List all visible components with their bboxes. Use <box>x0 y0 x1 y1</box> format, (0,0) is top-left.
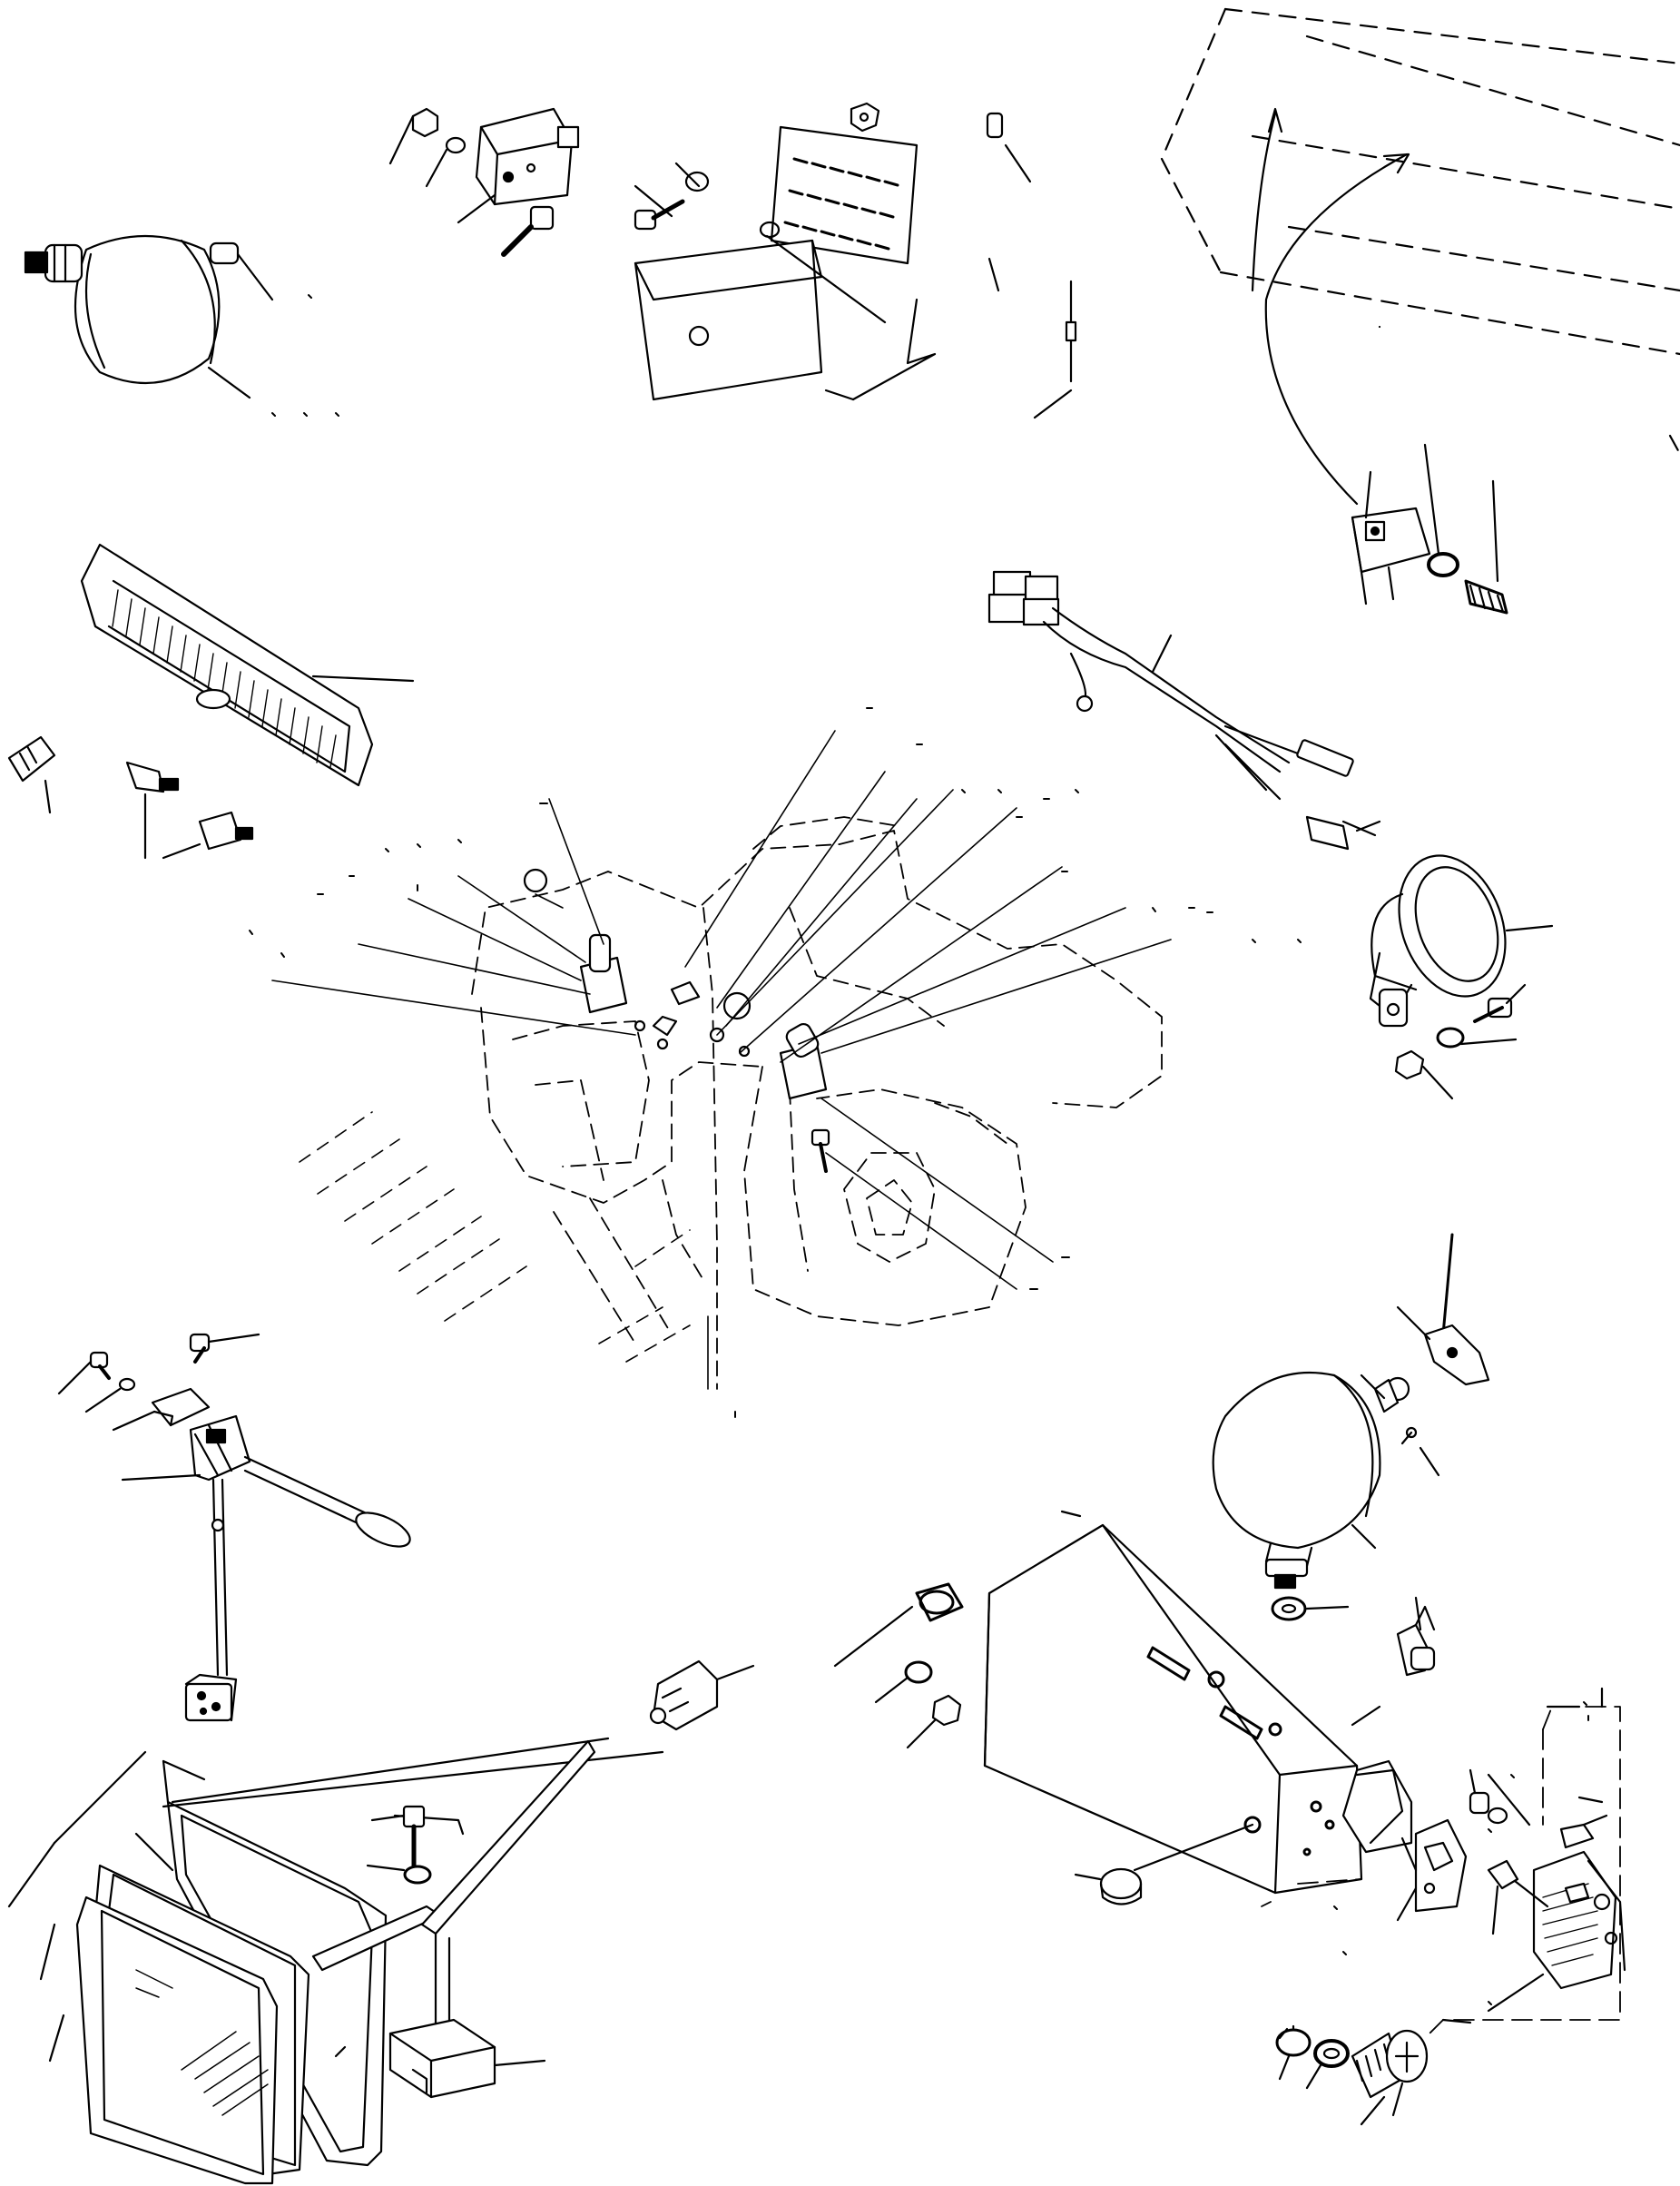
reflector-housing <box>1534 1852 1625 1988</box>
lamp-bulb-socket <box>211 243 272 300</box>
relay-washer-right <box>1429 554 1458 576</box>
screw-hardware <box>1277 2020 1470 2124</box>
reflector-dashed-group <box>1262 1707 1620 2038</box>
reflector-lamp-small <box>1262 1598 1625 2038</box>
dashboard-panel-outline <box>472 817 1162 1389</box>
mounting-bracket-relay <box>1352 327 1507 613</box>
relay <box>390 109 578 254</box>
horn-washer <box>1438 1029 1516 1047</box>
index-ticks <box>250 295 1588 2004</box>
arm-bolt <box>372 1807 424 1866</box>
mirror-arm-bracket <box>390 2020 545 2097</box>
fuse-box-nut <box>851 103 879 131</box>
relay-washer <box>427 138 465 186</box>
fuse-box <box>635 103 998 399</box>
fuse <box>987 113 1076 418</box>
floor-hatching <box>300 1112 690 1362</box>
routing-arrows <box>1253 109 1409 504</box>
bracket-hardware-left <box>835 1584 962 1748</box>
bracket-grommet <box>1076 1869 1141 1905</box>
rear-lamp-bar <box>82 545 413 785</box>
fuse-terminals <box>785 159 898 249</box>
leader-lines-center <box>272 731 1171 1389</box>
relay-screw <box>504 207 553 254</box>
lamp-aerial-bracket <box>1398 1235 1488 1384</box>
lamp-bracket-box <box>985 1511 1380 1893</box>
lamp-lens-hatch <box>113 590 336 767</box>
combination-switch-lever <box>59 1334 415 1720</box>
horn <box>1371 841 1552 1098</box>
cab-outline-dashed <box>1162 9 1680 454</box>
reflector-bracket <box>1343 1761 1466 1911</box>
mirror-assembly <box>9 1738 663 2183</box>
horn-screw <box>1475 985 1525 1021</box>
horn-nut <box>1396 1051 1452 1098</box>
lamp-bulb-holder <box>1361 1375 1439 1475</box>
bracket-slots <box>1148 1648 1333 1855</box>
relay-nut <box>390 109 437 163</box>
relay-screw-right <box>1466 581 1507 613</box>
work-lamp-round-right <box>1213 1235 1488 1620</box>
wiring-harness-pigtail <box>989 572 1354 799</box>
switch-screws <box>59 1334 259 1412</box>
mirror-glass-hatch <box>136 1970 268 2115</box>
arm-washer <box>368 1866 430 1883</box>
dash-switches <box>525 870 829 1171</box>
mirror-arm <box>313 1661 753 2097</box>
work-lamp-round-left <box>25 236 272 398</box>
fuse-box-screws <box>635 172 779 237</box>
reflector-small-parts <box>1470 1770 1606 1934</box>
fuse-box-cover <box>635 241 821 399</box>
bulb-small <box>9 737 252 858</box>
wiring-connector <box>1307 817 1380 849</box>
lamp-mount-washer <box>1272 1598 1348 1620</box>
